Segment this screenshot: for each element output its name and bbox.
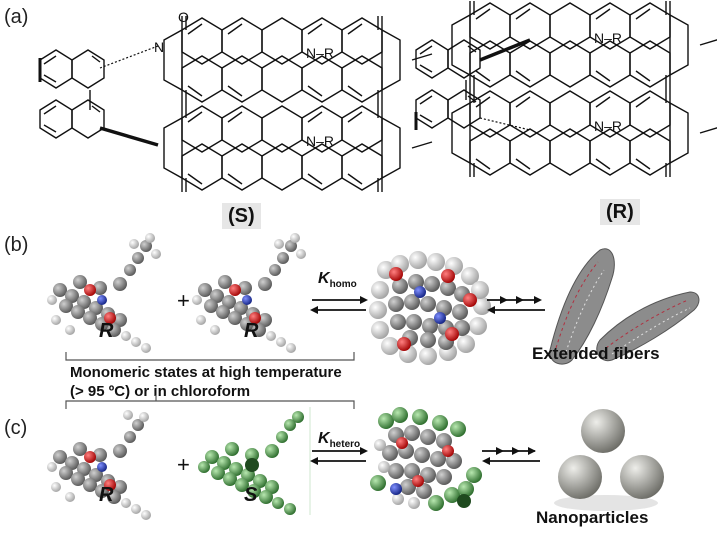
k-hetero-equilibrium-arrows [310,447,368,465]
extended-fibers-model [549,248,700,365]
polymerization-arrows [487,296,545,314]
plus-sign: + [177,288,190,313]
r-group-label: N–R [306,45,334,61]
nanoparticles-label: Nanoparticles [536,508,649,527]
monomer-s-model [198,411,304,515]
monomer-r-label: R [99,320,114,342]
r-group-label: N–R [594,118,622,134]
atom-o-label: O [178,9,189,25]
r-group-label: N–R [594,30,622,46]
monomer-r-label: R [99,484,114,506]
aggregation-arrows [482,447,540,465]
k-hetero-label: Khetero [318,430,361,451]
hetero-aggregate-model [370,407,482,511]
panel-a-label: (a) [4,6,29,28]
k-homo-label: Khomo [318,270,357,291]
panel-c-scheme [47,395,664,520]
panel-a-structures: O N N–R N–R N–R N–R [38,0,717,193]
k-homo-equilibrium-arrows [310,296,368,314]
monomer-bracket [65,400,355,409]
monomeric-states-caption: Monomeric states at high temperature (> … [70,363,370,401]
monomer-r-model [47,410,151,520]
r-isomer-label: (R) [600,199,640,225]
monomeric-caption-line2: (> 95 ºC) or in chloroform [70,383,251,400]
monomeric-caption-line1: Monomeric states at high temperature [70,364,342,381]
panel-b-scheme [47,233,700,365]
monomer-s-label: S [244,484,258,506]
monomer-r-model [192,233,306,353]
monomer-r-label: R [244,320,259,342]
atom-n-label: N [154,39,164,55]
monomer-r-model [47,233,161,353]
panel-c-label: (c) [4,417,28,439]
panel-b-label: (b) [4,234,29,256]
plus-sign: + [177,452,190,477]
s-isomer-label: (S) [222,203,261,229]
r-group-label: N–R [306,133,334,149]
extended-fibers-label: Extended fibers [532,344,660,363]
nanoparticles-model [554,409,664,511]
homo-aggregate-model [369,251,491,365]
monomer-bracket [65,352,355,361]
